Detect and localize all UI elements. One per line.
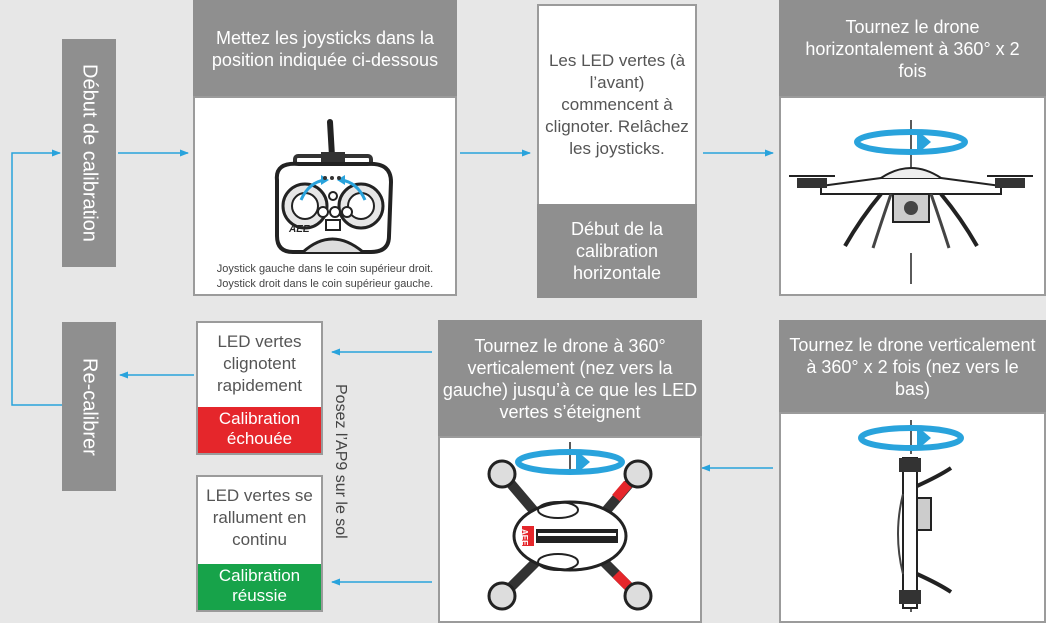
step2-footer: Début de la calibration horizontale: [537, 204, 697, 298]
step4-header: Tournez le drone verticalement à 360° x …: [779, 320, 1046, 414]
step1-caption-line2: Joystick droit dans le coin supérieur ga…: [216, 278, 434, 290]
step3-header: Tournez le drone horizontalement à 360° …: [779, 0, 1046, 98]
step2-footer-text: Début de la calibration horizontale: [570, 219, 664, 283]
failure-status: Calibration échouée: [198, 407, 321, 453]
success-text: LED vertes se rallument en continu: [206, 486, 313, 549]
step5-header: Tournez le drone à 360° verticalement (n…: [438, 320, 702, 438]
recalibrate-label: Re-calibrer: [78, 357, 101, 456]
remote-brand-label: AEE: [289, 224, 310, 235]
start-calibration-box: Début de calibration: [62, 39, 116, 267]
ground-instruction: Posez l’AP9 sur le sol: [332, 384, 349, 539]
start-calibration-label: Début de calibration: [78, 64, 101, 242]
failure-text: LED vertes clignotent rapidement: [216, 332, 303, 395]
remote-controller-icon: [274, 119, 394, 254]
step5-header-text: Tournez le drone à 360° verticalement (n…: [442, 336, 698, 422]
step3-header-text: Tournez le drone horizontalement à 360° …: [805, 17, 1020, 81]
failure-panel: LED vertes clignotent rapidement Calibra…: [196, 321, 323, 455]
drone-brand-label: AEE: [520, 529, 529, 546]
step1-header: Mettez les joysticks dans la position in…: [193, 0, 457, 98]
step5-panel: AEE: [438, 436, 702, 623]
step1-caption-line1: Joystick gauche dans le coin supérieur d…: [216, 263, 434, 275]
step1-caption: Joystick gauche dans le coin supérieur d…: [195, 262, 455, 292]
step1-header-text: Mettez les joysticks dans la position in…: [211, 28, 439, 70]
step4-header-text: Tournez le drone verticalement à 360° x …: [789, 335, 1036, 399]
step2-text: Les LED vertes (à l’avant) commencent à …: [545, 51, 689, 158]
drone-horizontal-rotation-icon: [789, 120, 1033, 284]
step3-panel: [779, 96, 1046, 296]
success-panel: LED vertes se rallument en continu Calib…: [196, 475, 323, 612]
arrow-recal-loop: [11, 149, 62, 406]
step2-panel: Les LED vertes (à l’avant) commencent à …: [537, 4, 697, 206]
success-status: Calibration réussie: [198, 564, 321, 610]
step1-panel: AEE Joystick gauche dans le coin supérie…: [193, 96, 457, 296]
recalibrate-box[interactable]: Re-calibrer: [62, 322, 116, 491]
drone-vertical-rotation-icon: [858, 420, 964, 612]
drone-top-view-rotation-icon: [487, 442, 653, 611]
step4-panel: [779, 412, 1046, 623]
